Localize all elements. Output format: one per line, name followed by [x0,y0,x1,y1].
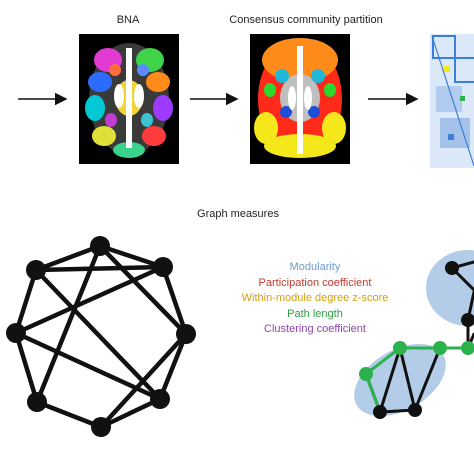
network-edge [378,346,402,414]
graph-edge [13,264,166,336]
graph-node [27,392,47,412]
modular-network [354,250,474,419]
graph-edge [34,243,103,405]
example-graph [13,243,189,430]
bna-brain-image [79,34,179,164]
measure-path-length: Path length [287,307,343,320]
graph-edge [98,331,189,430]
highlighted-node [433,341,447,355]
graph-node [150,389,170,409]
graph-edge [34,399,104,430]
graph-node [90,236,110,256]
graph-node [91,417,111,437]
consensus-brain-image [250,34,350,164]
module-ellipse-bottom [354,343,446,417]
measure-participation-coefficient: Participation coefficient [258,276,372,289]
graph-measures-label: Graph measures [197,208,279,220]
highlighted-node [359,367,373,381]
graph-edge [33,267,163,402]
highlighted-node [393,341,407,355]
measure-within-module-degree: Within-module degree z-score [241,292,389,305]
measure-clustering-coefficient: Clustering coefficient [264,323,366,336]
graph-edge [33,243,103,273]
graph-node [26,260,46,280]
connectivity-matrix [430,34,474,168]
network-node [373,405,387,419]
graph-edge [97,243,166,270]
graph-edge [13,330,40,405]
shortest-path-edge [364,346,402,376]
graph-edge [33,264,166,273]
highlighted-node [461,341,474,355]
graph-node [6,323,26,343]
measure-modularity: Modularity [289,261,341,273]
graph-edge [157,331,189,402]
graph-node [153,257,173,277]
network-node [461,313,474,327]
example-graph-nodes [6,236,196,437]
network-edge [398,346,417,412]
network-node [445,261,459,275]
module-ellipse-top [426,250,474,326]
graph-measures-list: Modularity Participation coefficient Wit… [242,260,389,338]
graph-edge [160,264,189,337]
graph-edge [98,396,163,430]
bna-label: BNA [116,14,140,26]
graph-edge [13,267,39,336]
graph-edge [97,243,189,337]
network-node [408,403,422,417]
graph-node [176,324,196,344]
network-edge [413,346,442,412]
consensus-partition-label: Consensus community partition [229,14,383,26]
